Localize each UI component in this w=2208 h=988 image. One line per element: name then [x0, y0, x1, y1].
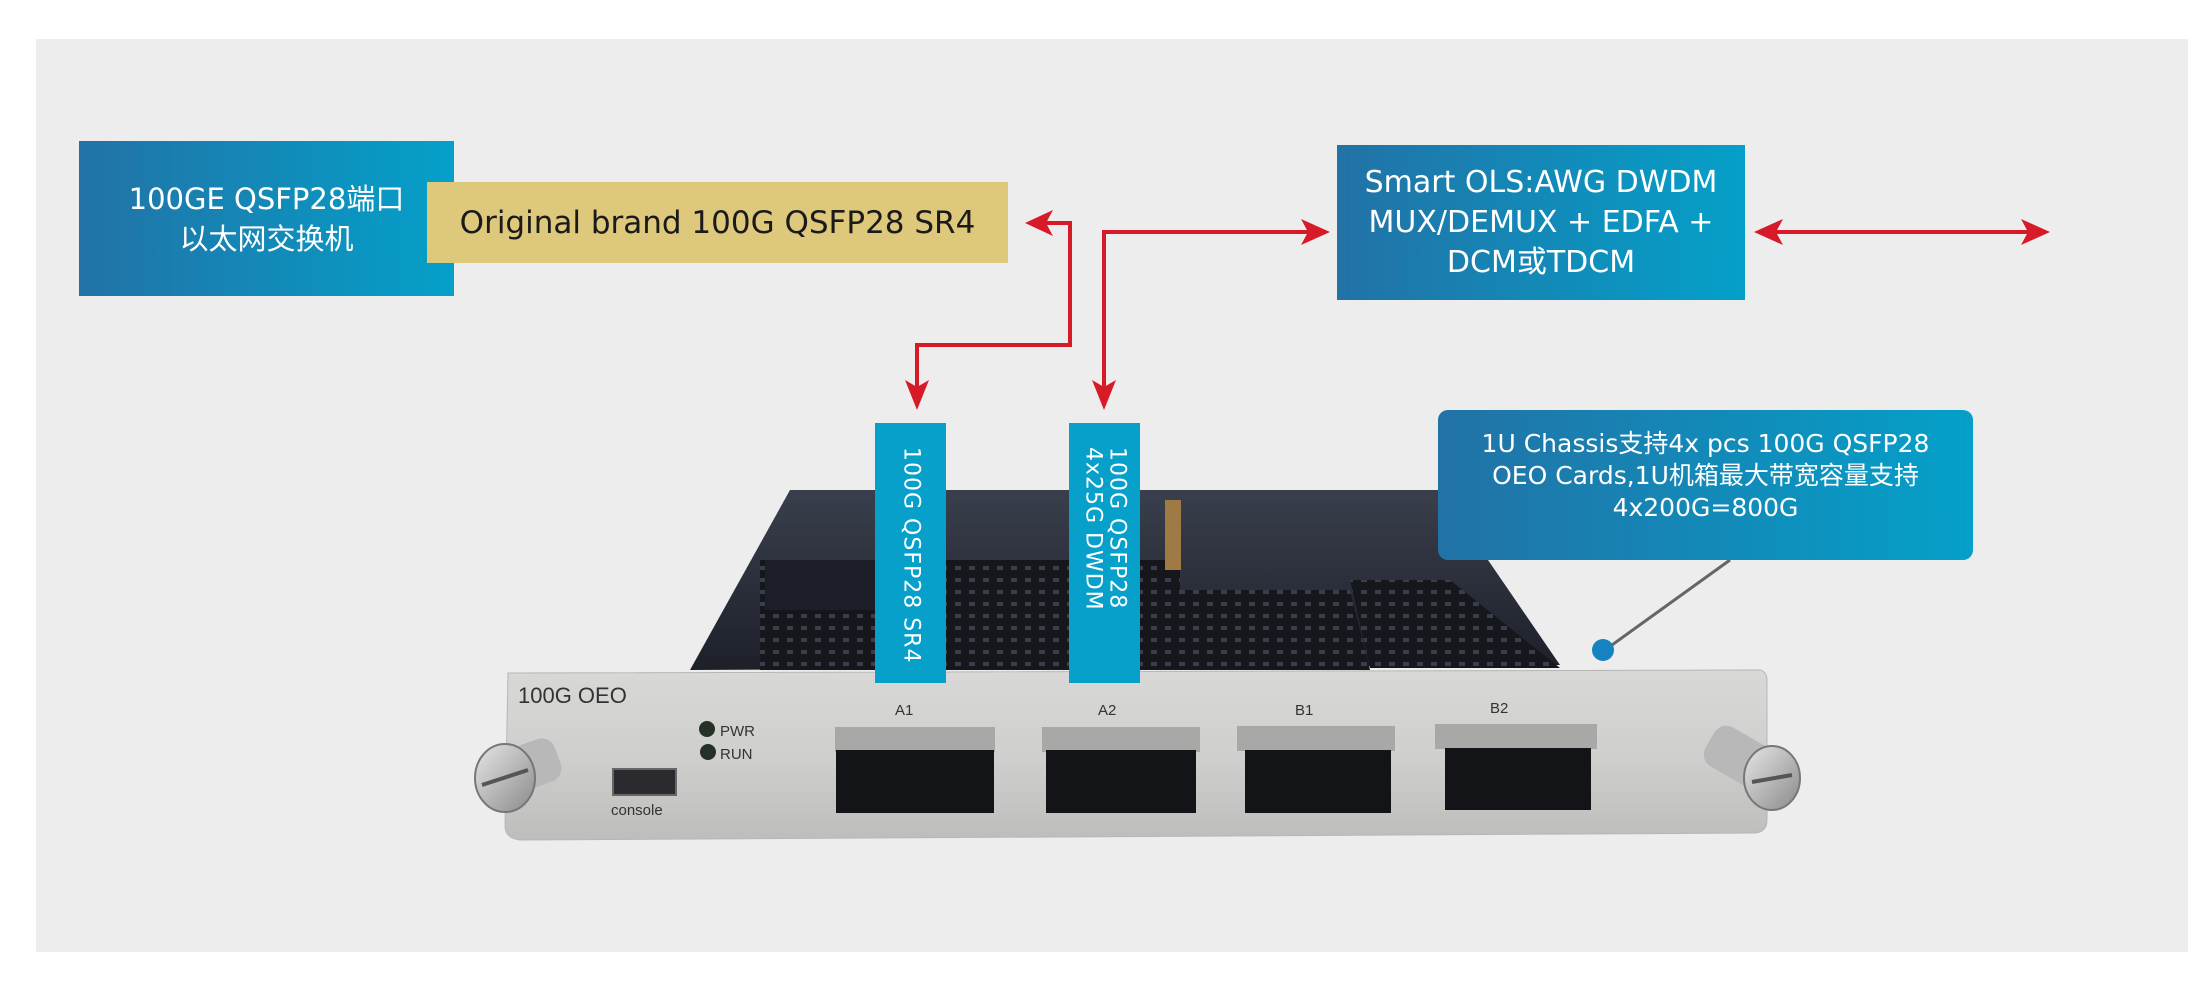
arrowhead-right-line-icon [2021, 219, 2050, 245]
console-port-icon [612, 768, 677, 796]
arrowhead-left-icon [1025, 210, 1053, 236]
port-label-dwdm-text: 100G QSFP28 4x25G DWDM [1080, 447, 1130, 611]
qsfp-port-a1-icon [835, 727, 995, 813]
right-thumbscrew-icon [1703, 725, 1801, 811]
run-led-label: RUN [720, 746, 753, 763]
callout-dot-icon [1592, 639, 1614, 661]
port-label-b2: B2 [1490, 700, 1508, 717]
qsfp-port-b2-icon [1435, 724, 1597, 810]
pwr-led-label: PWR [720, 723, 755, 740]
ols-line-3: DCM或TDCM [1446, 244, 1636, 280]
port-label-sr4-text: 100G QSFP28 SR4 [898, 447, 924, 664]
arrow-transceiver-path [915, 221, 1072, 392]
console-label: console [611, 802, 663, 819]
heatsink-mid [1180, 590, 1370, 670]
qsfp-port-a2-icon [1042, 727, 1200, 813]
transceiver-label: Original brand 100G QSFP28 SR4 [459, 204, 976, 241]
arrowhead-left-line-icon [1754, 219, 1783, 245]
ols-line-1: Smart OLS:AWG DWDM [1364, 164, 1718, 200]
callout-line-2: OEO Cards,1U机箱最大带宽容量支持 [1492, 461, 1919, 490]
callout-leader-line [1604, 558, 1731, 652]
port-label-a1: A1 [895, 702, 913, 719]
pwr-led-icon [699, 721, 715, 737]
callout-line-1: 1U Chassis支持4x pcs 100G QSFP28 [1481, 429, 1930, 458]
arrow-ols-path [1102, 230, 1315, 392]
run-led-icon [700, 744, 716, 760]
smart-ols-box: Smart OLS:AWG DWDM MUX/DEMUX + EDFA + DC… [1337, 145, 1745, 300]
heatsink-right [1350, 580, 1560, 668]
card-model-label: 100G OEO [518, 683, 627, 708]
callout-line-3: 4x200G=800G [1612, 493, 1799, 522]
component [1165, 500, 1181, 570]
ethernet-switch-box: 100GE QSFP28端口 以太网交换机 [79, 141, 454, 296]
ols-line-2: MUX/DEMUX + EDFA + [1368, 204, 1714, 240]
qsfp-port-b1-icon [1237, 726, 1395, 813]
switch-line-1: 100GE QSFP28端口 [128, 181, 405, 216]
port-label-b1: B1 [1295, 702, 1313, 719]
chassis-callout: 1U Chassis支持4x pcs 100G QSFP28 OEO Cards… [1438, 410, 1973, 560]
arrowhead-down-dwdm-icon [1092, 380, 1116, 410]
arrowhead-down-sr4-icon [905, 380, 929, 410]
port-label-dwdm: 100G QSFP28 4x25G DWDM [1069, 423, 1140, 683]
left-thumbscrew-icon [474, 738, 562, 813]
arrowhead-right-ols-icon [1301, 219, 1330, 245]
transceiver-box: Original brand 100G QSFP28 SR4 [427, 182, 1008, 263]
port-label-sr4: 100G QSFP28 SR4 [875, 423, 946, 683]
port-label-a2: A2 [1098, 702, 1116, 719]
switch-line-2: 以太网交换机 [179, 221, 354, 256]
